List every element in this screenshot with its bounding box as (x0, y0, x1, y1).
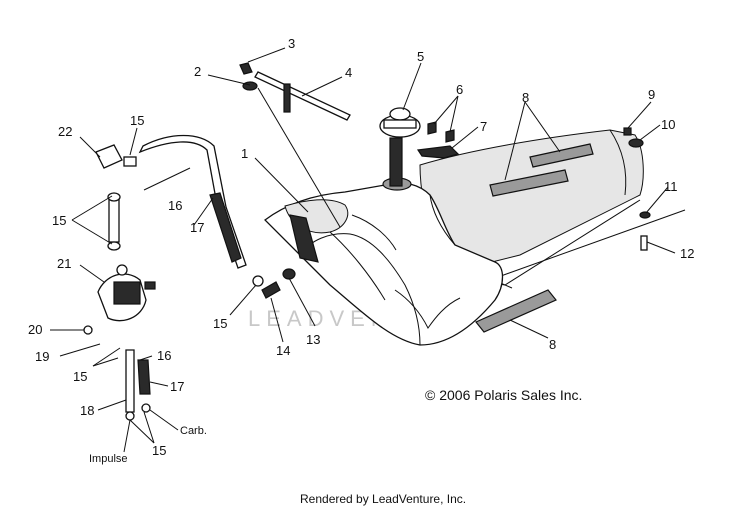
fasteners-right (623, 127, 651, 251)
callout-8-top: 8 (522, 90, 529, 105)
callout-15-mid: 15 (52, 213, 66, 228)
callout-14: 14 (276, 343, 290, 358)
copyright-notice: © 2006 Polaris Sales Inc. (425, 387, 582, 403)
callout-8-bottom: 8 (549, 337, 556, 352)
fuel-hose-upper (138, 134, 247, 269)
callout-15-bottom: 15 (152, 443, 166, 458)
callout-9: 9 (648, 87, 655, 102)
callout-20: 20 (28, 322, 42, 337)
callout-3: 3 (288, 36, 295, 51)
label-carb: Carb. (180, 425, 207, 437)
screws-part-6 (427, 121, 455, 143)
callout-21: 21 (57, 256, 71, 271)
callout-5: 5 (417, 49, 424, 64)
callout-7: 7 (480, 119, 487, 134)
callout-22: 22 (58, 124, 72, 139)
callout-18: 18 (80, 403, 94, 418)
callout-19: 19 (35, 349, 49, 364)
petcock-upper (95, 144, 137, 251)
callout-13: 13 (306, 332, 320, 347)
seat-decal-strip (489, 169, 569, 197)
callout-numbers: 1 2 3 4 5 6 7 8 8 9 10 11 12 13 14 15 15… (28, 36, 694, 465)
decal-strip-lower (475, 289, 557, 333)
callout-15-top: 15 (130, 113, 144, 128)
callout-1: 1 (241, 146, 248, 161)
footer-credit: Rendered by LeadVenture, Inc. (300, 492, 466, 506)
fuel-tank (264, 177, 504, 346)
seat-decal-strip (529, 143, 594, 168)
callout-15-center: 15 (213, 316, 227, 331)
fuel-valve-lower (83, 264, 156, 421)
callout-16-lower: 16 (157, 348, 171, 363)
label-impulse: Impulse (89, 453, 128, 465)
callout-2: 2 (194, 64, 201, 79)
callout-10: 10 (661, 117, 675, 132)
callout-17-top: 17 (190, 220, 204, 235)
callout-17-lower: 17 (170, 379, 184, 394)
leader-lines (50, 47, 676, 453)
fuel-cap (379, 107, 421, 187)
callout-11: 11 (664, 179, 678, 194)
callout-15-lower: 15 (73, 369, 87, 384)
bracket-part-7 (416, 145, 460, 159)
callout-12: 12 (680, 246, 694, 261)
callout-6: 6 (456, 82, 463, 97)
callout-4: 4 (345, 65, 352, 80)
vent-line (239, 62, 351, 121)
callout-16-top: 16 (168, 198, 182, 213)
fitting-parts (252, 268, 296, 299)
